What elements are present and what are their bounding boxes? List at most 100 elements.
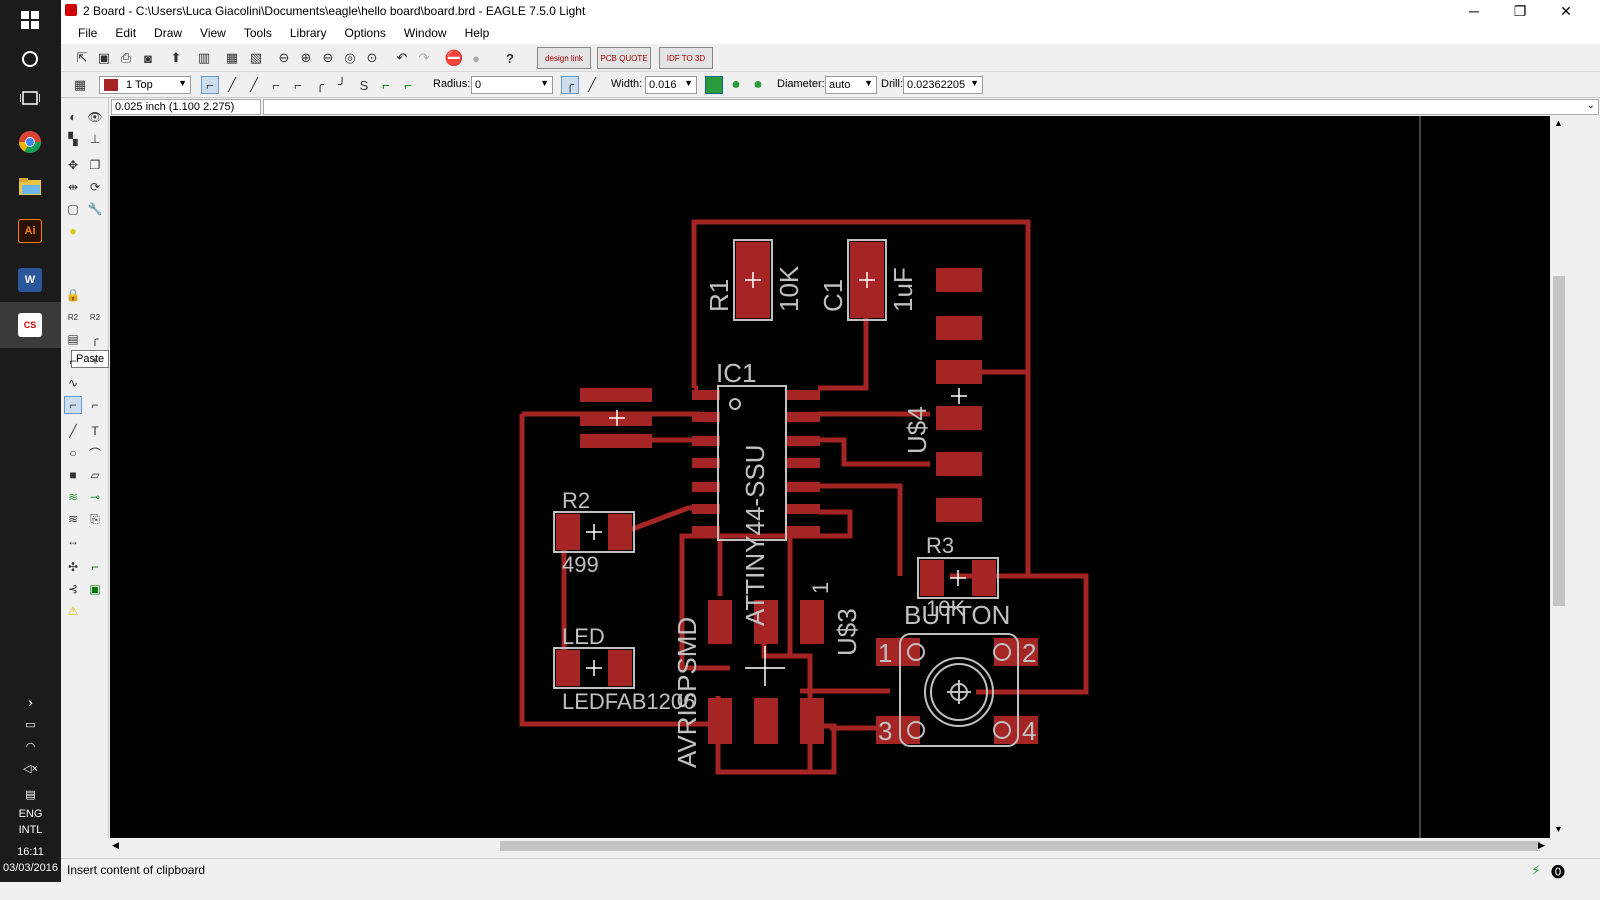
- display-icon[interactable]: ▚: [68, 132, 78, 146]
- hole-icon[interactable]: ≋: [67, 512, 79, 526]
- wire-bend-diag-icon[interactable]: ╱: [250, 77, 258, 92]
- script-icon[interactable]: ▦: [225, 50, 239, 65]
- via-round-icon[interactable]: ●: [731, 76, 741, 93]
- width-select[interactable]: 0.016 ▼: [645, 76, 697, 94]
- mark-icon[interactable]: ⊥: [89, 132, 101, 146]
- zoom-redraw-icon[interactable]: ◎: [344, 50, 356, 65]
- task-view-icon[interactable]: [8, 80, 52, 116]
- drill-select[interactable]: 0.02362205 ▼: [903, 76, 983, 94]
- menu-file[interactable]: File: [78, 26, 98, 40]
- language-layout[interactable]: INTL: [18, 824, 43, 836]
- group-icon[interactable]: ▢: [67, 202, 79, 216]
- vertical-scroll-thumb[interactable]: [1553, 276, 1565, 606]
- ulp-icon[interactable]: ⬆: [170, 50, 182, 65]
- zoom-in-icon[interactable]: ⊕: [300, 50, 312, 65]
- rect-icon[interactable]: ■: [69, 468, 77, 482]
- stop-command-icon[interactable]: ⓿: [1551, 864, 1565, 880]
- signal-icon[interactable]: ⊸: [89, 490, 101, 504]
- via-square-icon[interactable]: [705, 76, 723, 94]
- optimize-icon[interactable]: +: [91, 354, 99, 368]
- stop-icon[interactable]: ⛔: [444, 50, 464, 67]
- notification-icon[interactable]: ▤: [25, 789, 36, 801]
- menu-options[interactable]: Options: [344, 26, 386, 40]
- language-lang[interactable]: ENG: [18, 808, 43, 820]
- idf-to-3d-button[interactable]: IDF TO 3D: [659, 47, 713, 69]
- zoom-out-icon[interactable]: ⊖: [322, 50, 334, 65]
- wire-bend-45-icon[interactable]: ╱: [228, 77, 236, 92]
- command-line-input[interactable]: ⌄: [263, 99, 1599, 115]
- lock-icon[interactable]: 🔒: [65, 288, 81, 302]
- maximize-button[interactable]: ❐: [1513, 2, 1527, 19]
- dimension-icon[interactable]: ↔: [67, 534, 79, 548]
- attribute-icon[interactable]: ⎘: [90, 511, 100, 526]
- horizontal-scrollbar[interactable]: ◀ ▶: [110, 838, 1550, 854]
- scroll-down-icon[interactable]: ▼: [1554, 824, 1563, 834]
- scroll-up-icon[interactable]: ▲: [1554, 118, 1563, 128]
- clock-date[interactable]: 03/03/2016: [2, 862, 59, 874]
- open-icon[interactable]: ⇱: [76, 50, 88, 65]
- wire-bend-90-icon[interactable]: ⌐: [272, 77, 280, 93]
- wifi-icon[interactable]: ◠: [25, 741, 36, 753]
- route-icon[interactable]: ⌐: [64, 396, 82, 414]
- battery-icon[interactable]: ▭: [25, 719, 36, 731]
- errors-icon[interactable]: ⚠: [67, 604, 79, 618]
- move-icon[interactable]: ✥: [67, 158, 79, 172]
- help-icon[interactable]: ?: [506, 50, 514, 66]
- save-icon[interactable]: ▣: [97, 50, 111, 65]
- value-icon[interactable]: R2: [89, 312, 101, 322]
- text-icon[interactable]: T: [91, 424, 99, 438]
- eagle-app-icon[interactable]: CS: [8, 307, 52, 343]
- clock-time[interactable]: 16:11: [17, 846, 44, 858]
- show-hidden-icons-chevron[interactable]: ›: [28, 694, 33, 710]
- grid-icon[interactable]: ▦: [73, 77, 87, 92]
- design-link-button[interactable]: design link: [537, 47, 591, 69]
- windows-start-icon[interactable]: [8, 2, 52, 38]
- zoom-fit-icon[interactable]: ⊖: [278, 50, 290, 65]
- menu-draw[interactable]: Draw: [154, 26, 183, 40]
- rotate-icon[interactable]: ⟳: [89, 180, 101, 194]
- redo-icon[interactable]: ↷: [418, 50, 430, 65]
- mirror-icon[interactable]: ⇹: [67, 180, 79, 194]
- autorouter-icon[interactable]: ⌐: [91, 560, 99, 574]
- scroll-right-icon[interactable]: ▶: [1538, 840, 1545, 850]
- follow-me-2-icon[interactable]: ⌐: [404, 77, 412, 93]
- menu-library[interactable]: Library: [289, 26, 327, 40]
- via-icon[interactable]: ≋: [67, 490, 79, 504]
- paste-icon[interactable]: ●: [69, 224, 77, 238]
- change-icon[interactable]: 🔧: [87, 202, 103, 216]
- miter-round-icon[interactable]: ╭: [561, 76, 579, 94]
- drc-icon[interactable]: ▥: [197, 50, 211, 65]
- cortana-icon[interactable]: [8, 41, 52, 77]
- menu-help[interactable]: Help: [464, 26, 490, 40]
- ratsnest-icon[interactable]: ✣: [67, 560, 79, 574]
- online-status-icon[interactable]: ⚡: [1531, 862, 1541, 878]
- volume-icon[interactable]: ◁×: [23, 763, 38, 775]
- schematic-icon[interactable]: ▧: [249, 50, 263, 65]
- ripup-icon[interactable]: ⌐: [91, 398, 99, 412]
- cam-processor-icon[interactable]: ◙: [144, 50, 152, 66]
- wire-bend-straight-icon[interactable]: ⌐: [201, 76, 219, 94]
- undo-icon[interactable]: ↶: [396, 50, 408, 65]
- minimize-button[interactable]: ─: [1469, 3, 1479, 19]
- radius-select[interactable]: 0 ▼: [471, 76, 553, 94]
- close-button[interactable]: ✕: [1560, 2, 1572, 19]
- erc-icon[interactable]: ⊰: [67, 582, 79, 596]
- word-icon[interactable]: W: [8, 262, 52, 298]
- wire-bend-arc2-icon[interactable]: ╯: [338, 77, 346, 92]
- board-canvas[interactable]: R1 10K C1 1uF IC1 ATTINY44-SSU U$4 R2 49…: [110, 116, 1550, 838]
- wire-bend-90b-icon[interactable]: ⌐: [294, 77, 302, 93]
- illustrator-icon[interactable]: Ai: [8, 213, 52, 249]
- copy-icon[interactable]: ❐: [89, 158, 101, 172]
- polygon-icon[interactable]: ▱: [90, 468, 100, 482]
- follow-me-icon[interactable]: ⌐: [382, 77, 390, 93]
- drc-check-icon[interactable]: ▣: [89, 582, 101, 596]
- chrome-icon[interactable]: [8, 124, 52, 160]
- meander-icon[interactable]: ∿: [67, 376, 79, 390]
- wire-icon[interactable]: ╱: [69, 424, 77, 438]
- smash-icon[interactable]: ▤: [67, 332, 79, 346]
- menu-view[interactable]: View: [200, 26, 226, 40]
- show-icon[interactable]: 👁: [87, 110, 103, 124]
- split-icon[interactable]: ⌐: [69, 354, 77, 368]
- info-icon[interactable]: ◐: [69, 110, 77, 124]
- scroll-left-icon[interactable]: ◀: [112, 840, 119, 850]
